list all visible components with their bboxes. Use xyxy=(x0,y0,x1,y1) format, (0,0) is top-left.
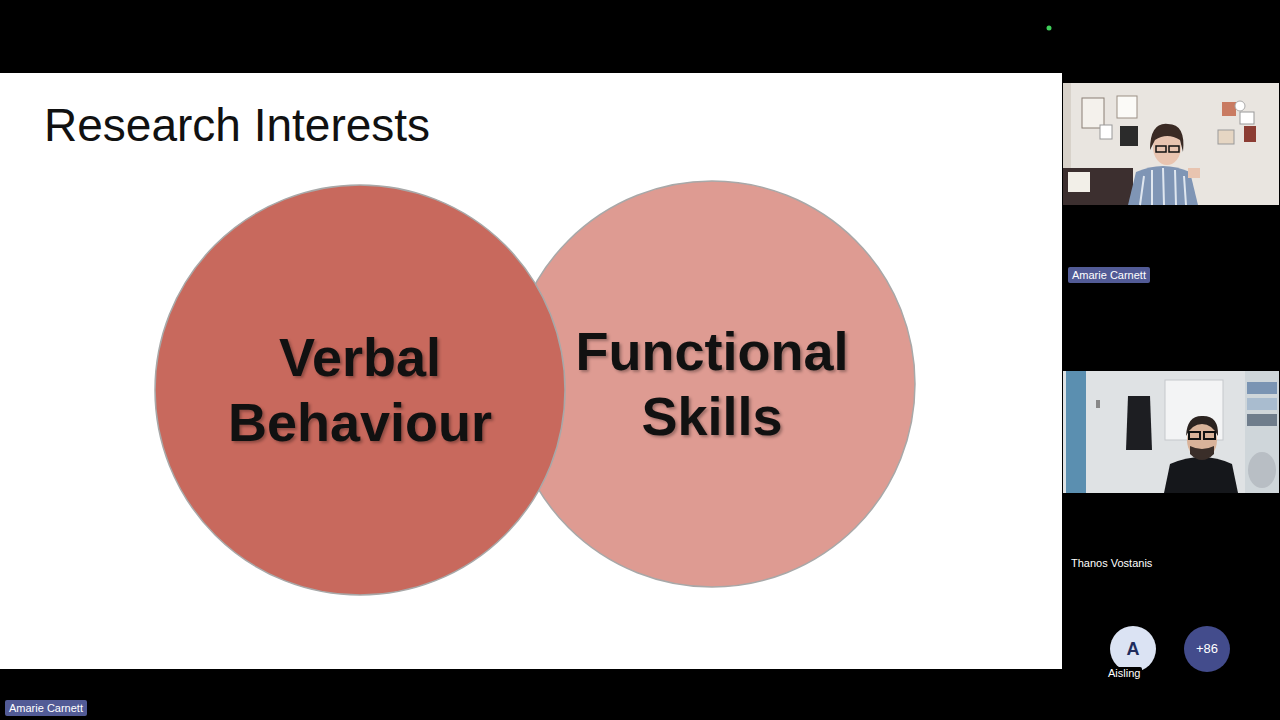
avatar-initial: A xyxy=(1110,626,1156,672)
topic-circle: Functional Skills xyxy=(509,181,915,587)
participant-name-tag: Amarie Carnett xyxy=(1068,267,1150,283)
more-participants-count: +86 xyxy=(1184,626,1230,672)
status-dot xyxy=(1047,26,1052,31)
participant-name: Thanos Vostanis xyxy=(1071,557,1152,569)
slide-title: Research Interests xyxy=(44,98,430,152)
circle-outline xyxy=(153,183,567,597)
topic-label: Verbal Behaviour xyxy=(195,325,525,455)
avatar-circle xyxy=(1110,626,1156,672)
avatar-circle xyxy=(1184,626,1230,672)
topic-label: Functional Skills xyxy=(557,319,867,449)
video-thumbnail xyxy=(1063,371,1279,493)
circle-outline xyxy=(507,179,917,589)
presenter-name-tag: Amarie Carnett xyxy=(5,700,87,716)
slide-ground xyxy=(0,73,1062,669)
topic-circle: Verbal Behaviour xyxy=(155,185,565,595)
video-thumbnail xyxy=(1063,83,1279,205)
participant-name: Aisling xyxy=(1106,667,1142,679)
